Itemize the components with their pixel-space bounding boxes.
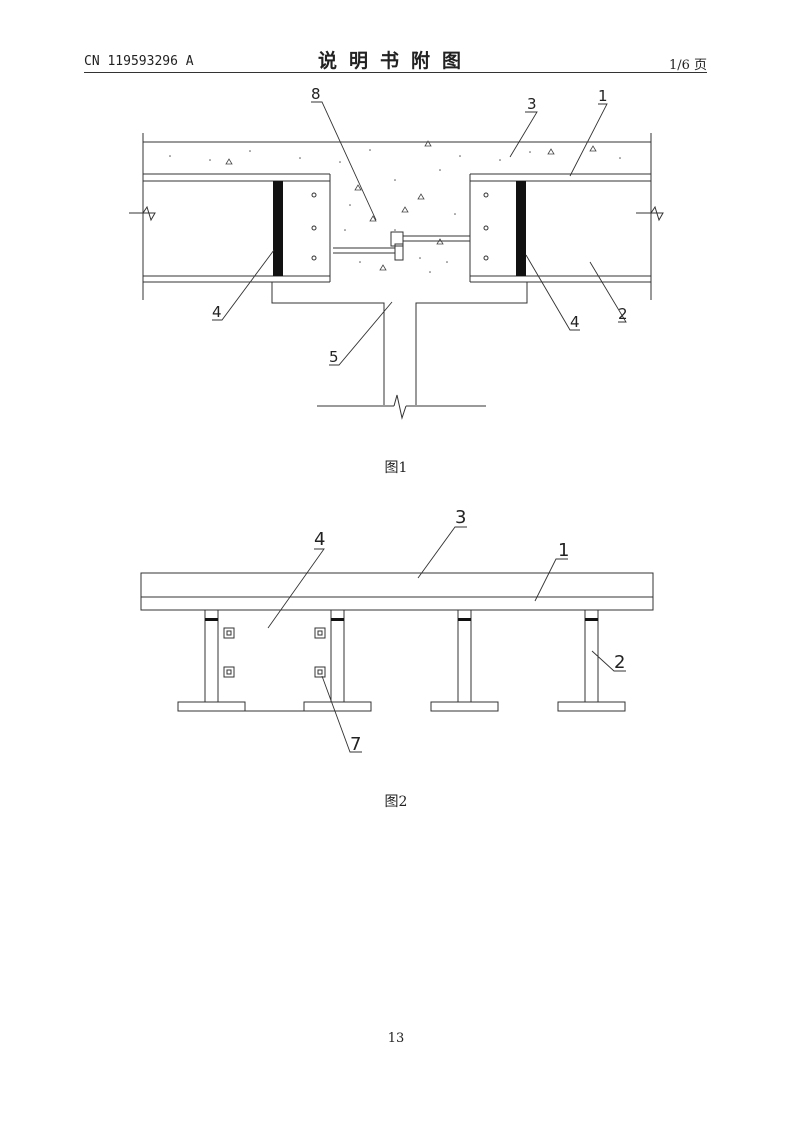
figure-1-caption: 图1 (384, 460, 408, 476)
page-number: 13 (387, 1031, 405, 1046)
fig1-label-4-right: 4 (570, 313, 580, 331)
fig2-label-2: 2 (614, 652, 625, 673)
fig2-label-4: 4 (314, 529, 325, 550)
fig1-label-1: 1 (598, 87, 608, 105)
fig1-label-2: 2 (618, 305, 628, 323)
fig1-label-8: 8 (311, 85, 321, 103)
header-rule (84, 72, 707, 73)
fig1-label-4-left: 4 (212, 303, 222, 321)
publication-number: CN 119593296 A (84, 54, 194, 69)
figure-1-drawing: 8 3 1 4 4 2 5 (129, 85, 664, 420)
fig2-label-7: 7 (350, 734, 361, 755)
fig1-label-3: 3 (527, 95, 537, 113)
figure-2-caption: 图2 (384, 794, 408, 810)
figure-2-drawing: 3 4 1 2 7 (140, 507, 654, 755)
page-header: CN 119593296 A 说明书附图 1/6 页 (84, 46, 707, 73)
fig2-label-3: 3 (455, 507, 466, 528)
fig2-label-1: 1 (558, 540, 569, 561)
page-index: 1/6 页 (668, 58, 707, 73)
document-title: 说明书附图 (317, 50, 473, 72)
fig1-label-5: 5 (329, 348, 339, 366)
